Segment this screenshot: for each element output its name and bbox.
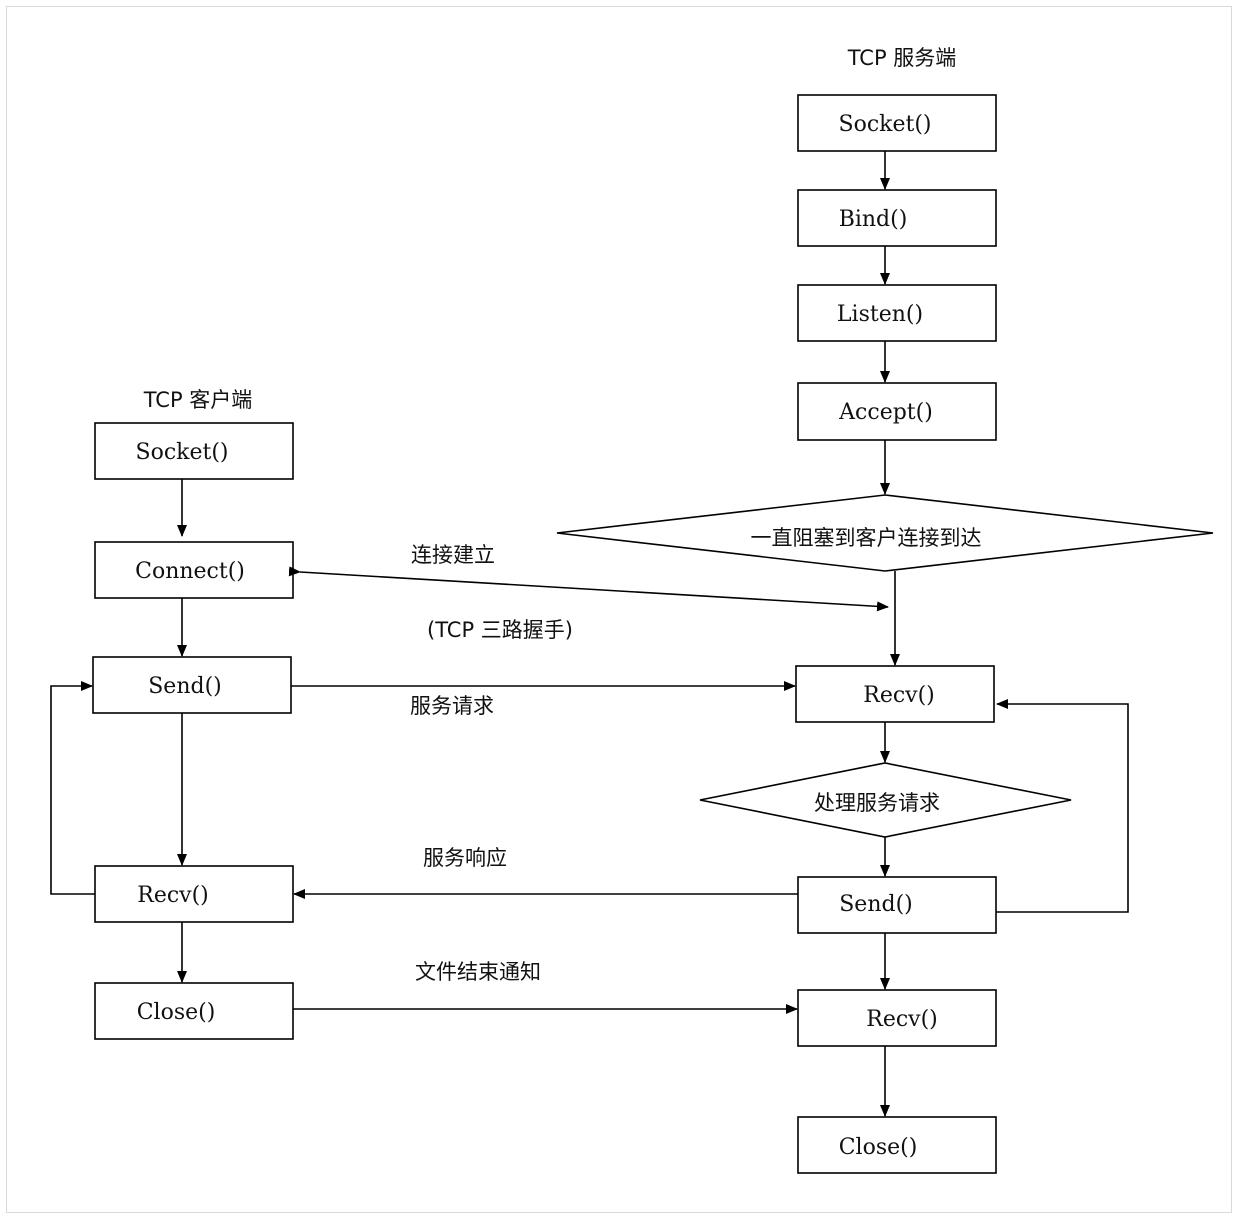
server-accept-label: Accept() [838, 400, 933, 425]
server-bind-label: Bind() [839, 207, 908, 232]
server-send-node: Send() [797, 876, 997, 934]
arrow-connect-handshake [288, 566, 889, 612]
arrow-client-loop [50, 681, 95, 895]
server-recv-node: Recv() [795, 665, 995, 723]
client-title: TCP 客户端 [143, 388, 253, 412]
client-close-node: Close() [94, 982, 294, 1040]
arrow-server-loop [996, 699, 1129, 913]
edge-label-handshake: (TCP 三路握手) [427, 618, 573, 642]
client-socket-label: Socket() [136, 440, 229, 465]
client-connect-node: Connect() [94, 541, 294, 599]
server-block-label: 一直阻塞到客户连接到达 [751, 526, 982, 550]
server-process-decision: 处理服务请求 [699, 762, 1072, 838]
client-recv-label: Recv() [137, 883, 209, 908]
server-recv-end-label: Recv() [866, 1007, 938, 1032]
server-title: TCP 服务端 [847, 46, 957, 70]
server-recv-label: Recv() [863, 683, 935, 708]
server-close-node: Close() [797, 1116, 997, 1174]
server-recv-end-node: Recv() [797, 989, 997, 1047]
edge-label-connect: 连接建立 [411, 543, 495, 567]
server-socket-label: Socket() [839, 112, 932, 137]
client-close-label: Close() [137, 1000, 216, 1025]
edge-label-eof: 文件结束通知 [415, 960, 541, 984]
server-close-label: Close() [839, 1135, 918, 1160]
server-process-label: 处理服务请求 [814, 791, 940, 815]
server-listen-label: Listen() [837, 302, 923, 327]
edge-label-response: 服务响应 [423, 846, 507, 870]
server-listen-node: Listen() [797, 284, 997, 342]
client-recv-node: Recv() [94, 865, 294, 923]
server-bind-node: Bind() [797, 189, 997, 247]
server-accept-node: Accept() [797, 382, 997, 441]
client-connect-label: Connect() [135, 559, 245, 584]
server-socket-node: Socket() [797, 94, 997, 152]
client-send-node: Send() [92, 656, 292, 714]
server-block-decision: 一直阻塞到客户连接到达 [556, 494, 1214, 572]
client-socket-node: Socket() [94, 422, 294, 480]
client-send-label: Send() [148, 674, 222, 699]
server-send-label: Send() [839, 892, 913, 917]
edge-label-request: 服务请求 [410, 694, 494, 718]
